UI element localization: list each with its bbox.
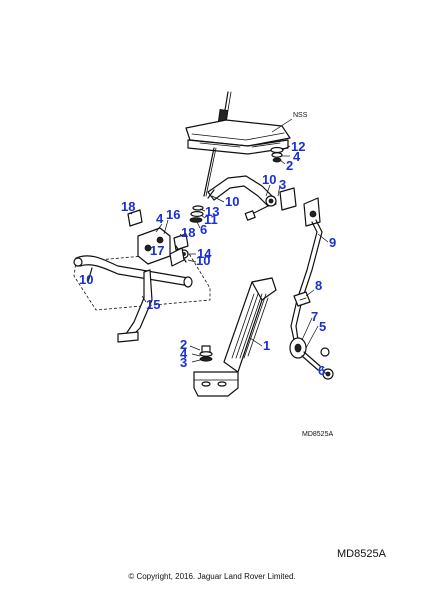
callout-15: 15 bbox=[146, 297, 160, 312]
callout-2: 2 bbox=[286, 158, 293, 173]
cable-bracket-assembly: NSS bbox=[185, 91, 308, 197]
callout-1: 1 bbox=[263, 338, 270, 353]
diagram-small-ref: MD8525A bbox=[302, 431, 333, 438]
pedal-shaft-assembly bbox=[73, 209, 211, 343]
callout-4: 4 bbox=[293, 149, 301, 164]
callout-10: 10 bbox=[262, 172, 276, 187]
callout-6: 6 bbox=[200, 222, 207, 237]
callout-9: 9 bbox=[329, 235, 336, 250]
diagram-reference: MD8525A bbox=[337, 548, 386, 560]
callout-7: 7 bbox=[311, 309, 318, 324]
callout-14: 14 bbox=[197, 246, 212, 261]
nss-label: NSS bbox=[293, 112, 308, 119]
callout-10: 10 bbox=[196, 253, 210, 268]
upper-linkage-arm bbox=[207, 175, 297, 221]
callout-10: 10 bbox=[225, 194, 239, 209]
washer-stack-13-11-6 bbox=[189, 205, 204, 223]
callout-3: 3 bbox=[279, 177, 286, 192]
pedal-rod bbox=[289, 197, 334, 380]
callout-11: 11 bbox=[204, 212, 218, 227]
callout-numbers: 12 4 2 10 3 10 13 11 6 9 18 4 16 18 17 1… bbox=[79, 139, 336, 378]
callout-12: 12 bbox=[291, 139, 305, 154]
copyright-notice: © Copyright, 2016. Jaguar Land Rover Lim… bbox=[128, 572, 296, 581]
callout-13: 13 bbox=[205, 204, 219, 219]
callout-18: 18 bbox=[121, 199, 135, 214]
callout-18: 18 bbox=[181, 225, 195, 240]
callout-2: 2 bbox=[180, 337, 187, 352]
accelerator-pedal bbox=[193, 277, 277, 397]
callout-4: 4 bbox=[180, 346, 188, 361]
leader-lines bbox=[129, 145, 329, 375]
callout-5: 5 bbox=[319, 319, 326, 334]
callout-3: 3 bbox=[180, 355, 187, 370]
callout-16: 16 bbox=[166, 207, 180, 222]
callout-8: 8 bbox=[315, 278, 322, 293]
callout-17: 17 bbox=[150, 243, 164, 258]
callout-10: 10 bbox=[79, 272, 93, 287]
callout-4: 4 bbox=[156, 211, 164, 226]
callout-6: 6 bbox=[318, 363, 325, 378]
